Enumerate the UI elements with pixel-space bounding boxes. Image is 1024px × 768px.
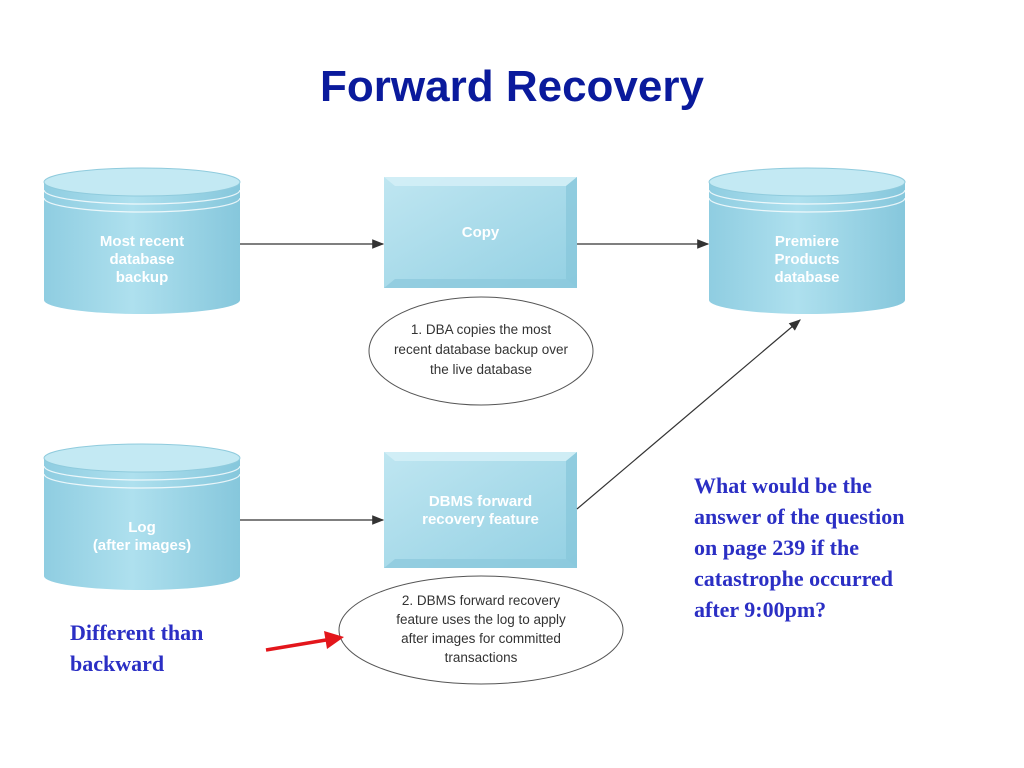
step1-note-text: 1. DBA copies the most recent database b… <box>393 322 569 377</box>
copy-process-box <box>384 177 577 288</box>
premiere-database-label: Premiere Products database <box>774 233 840 286</box>
backup-database-cylinder <box>43 167 241 314</box>
step1-note-ellipse <box>368 296 594 406</box>
dbms-box-label: DBMS forward recovery feature <box>422 493 539 528</box>
arrow-dbms-to-premiere <box>576 319 801 510</box>
red-pointer-arrow <box>265 631 344 652</box>
step2-note-text: 2. DBMS forward recovery feature uses th… <box>396 593 566 665</box>
question-note: What would be the answer of the question… <box>694 473 905 622</box>
copy-box-label: Copy <box>461 224 500 241</box>
log-label: Log (after images) <box>92 519 192 554</box>
dbms-process-box <box>384 452 577 568</box>
step2-note-ellipse <box>338 575 624 685</box>
backup-database-label: Most recent database backup <box>99 233 185 286</box>
different-than-backward-note: Different than backward <box>70 620 204 676</box>
slide-title: Forward Recovery <box>320 62 704 111</box>
premiere-database-cylinder <box>708 167 906 314</box>
log-cylinder <box>43 443 241 590</box>
